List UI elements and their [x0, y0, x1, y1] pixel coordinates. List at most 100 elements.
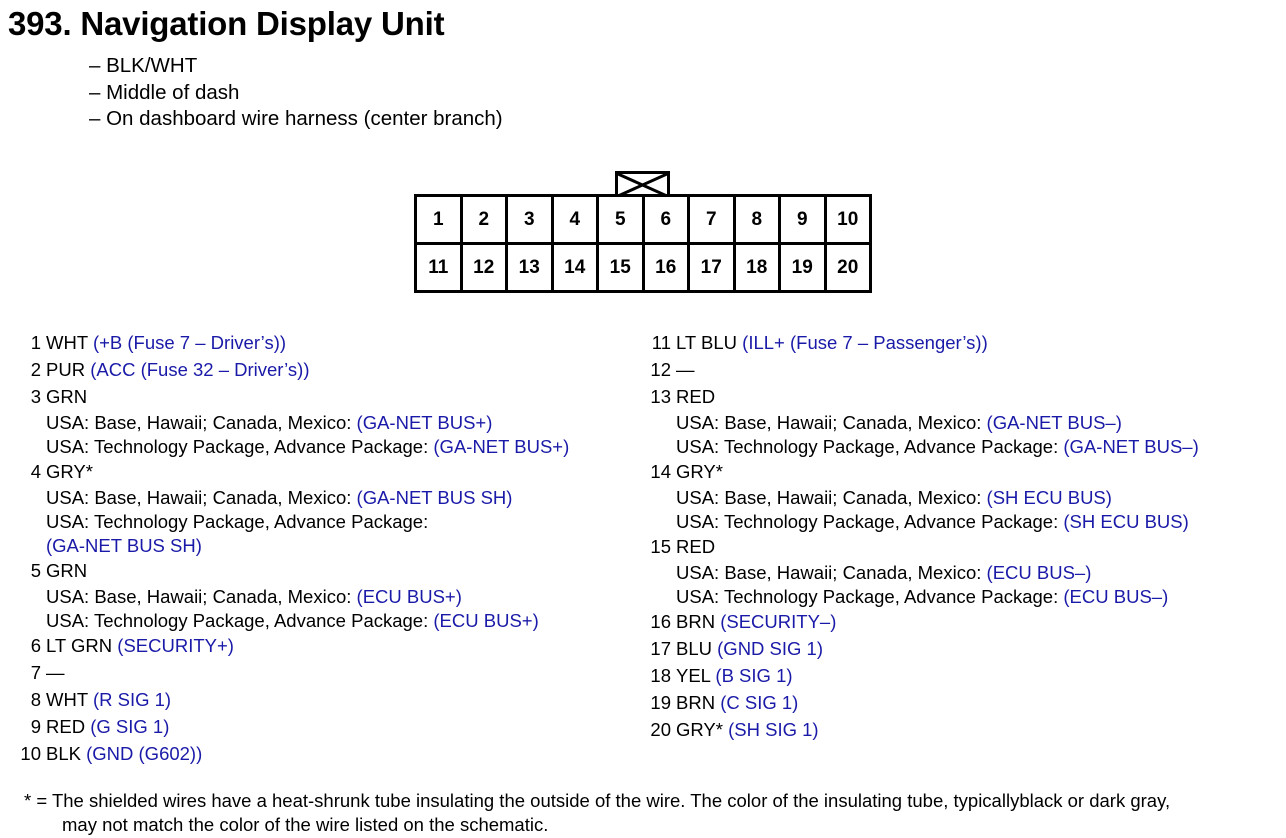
- pin-signal: (GA-NET BUS SH): [356, 487, 513, 508]
- pin-signal: (SH SIG 1): [728, 719, 819, 740]
- pin-signal: (GA-NET BUS+): [356, 412, 493, 433]
- wire-color: BLK: [46, 743, 81, 764]
- pin-number: 14: [650, 461, 671, 482]
- pin-signal: (R SIG 1): [92, 689, 172, 710]
- pin-entry: 12—: [630, 357, 1199, 384]
- footnote-line: may not match the color of the wire list…: [62, 814, 549, 835]
- pin-signal: (GA-NET BUS–): [986, 412, 1122, 433]
- pin-variant-line: USA: Technology Package, Advance Package…: [676, 585, 1199, 609]
- connector-pin-cell: 14: [553, 245, 596, 290]
- connector-pin-cell: 12: [462, 245, 505, 290]
- connector-pin-cell: 19: [781, 245, 824, 290]
- connector-pin-cell: 1: [417, 197, 460, 242]
- pin-signal: (C SIG 1): [720, 692, 799, 713]
- pin-number: 18: [650, 665, 671, 686]
- pin-signal: (ACC (Fuse 32 – Driver’s)): [90, 359, 310, 380]
- pin-number: 5: [30, 560, 41, 581]
- pin-number: 11: [651, 332, 671, 353]
- wire-color: GRN: [46, 560, 88, 581]
- pin-signal: (ECU BUS–): [986, 562, 1092, 583]
- meta-location: – Middle of dash: [89, 80, 240, 104]
- wire-color: WHT: [46, 689, 88, 710]
- pin-signal: (GA-NET BUS+): [433, 436, 570, 457]
- connector-pin-cell: 6: [644, 197, 687, 242]
- variant-label: USA: Base, Hawaii; Canada, Mexico:: [676, 412, 982, 433]
- pin-entry: 7—: [0, 660, 569, 687]
- pin-variant-line: USA: Base, Hawaii; Canada, Mexico: (GA-N…: [46, 411, 569, 435]
- connector-latch-icon: [615, 171, 670, 196]
- variant-label: USA: Technology Package, Advance Package…: [46, 511, 429, 532]
- pin-signal: (GA-NET BUS SH): [46, 535, 202, 556]
- wire-color: GRY*: [46, 461, 93, 482]
- pin-number: 1: [30, 332, 41, 353]
- pin-number: 15: [650, 536, 671, 557]
- variant-label: USA: Base, Hawaii; Canada, Mexico:: [46, 487, 352, 508]
- footnote-line: * = The shielded wires have a heat-shrun…: [24, 790, 1171, 811]
- pin-signal: (GA-NET BUS–): [1063, 436, 1199, 457]
- pin-variant-line: USA: Base, Hawaii; Canada, Mexico: (ECU …: [676, 561, 1199, 585]
- connector-pin-cell: 4: [553, 197, 596, 242]
- wire-color: —: [46, 662, 65, 683]
- pin-header-line: 12—: [650, 357, 1199, 384]
- connector-pin-cell: 20: [826, 245, 869, 290]
- pin-signal: (SECURITY+): [117, 635, 234, 656]
- wire-color: RED: [46, 716, 86, 737]
- pin-variant-line: USA: Base, Hawaii; Canada, Mexico: (SH E…: [676, 486, 1199, 510]
- pin-signal: (+B (Fuse 7 – Driver’s)): [92, 332, 287, 353]
- pin-number: 19: [650, 692, 671, 713]
- pin-number: 9: [30, 716, 41, 737]
- footnote: * = The shielded wires have a heat-shrun…: [24, 789, 1170, 837]
- variant-label: USA: Base, Hawaii; Canada, Mexico:: [676, 487, 982, 508]
- wire-color: RED: [676, 386, 716, 407]
- pin-number: 20: [650, 719, 671, 740]
- pin-signal: (ECU BUS–): [1063, 586, 1169, 607]
- pin-signal: (SH ECU BUS): [1063, 511, 1189, 532]
- wire-color: YEL: [676, 665, 711, 686]
- pin-signal: (ECU BUS+): [356, 586, 462, 607]
- pin-variant-line: USA: Technology Package, Advance Package…: [46, 609, 569, 633]
- variant-label: USA: Base, Hawaii; Canada, Mexico:: [46, 412, 352, 433]
- pin-number: 16: [650, 611, 671, 632]
- variant-label: USA: Technology Package, Advance Package…: [46, 436, 429, 457]
- pin-number: 4: [30, 461, 41, 482]
- pin-variant-line: USA: Base, Hawaii; Canada, Mexico: (GA-N…: [46, 486, 569, 510]
- pin-number: 7: [30, 662, 41, 683]
- variant-label: USA: Base, Hawaii; Canada, Mexico:: [676, 562, 982, 583]
- connector-meta: – BLK/WHT – Middle of dash – On dashboar…: [89, 53, 503, 133]
- connector-pin-cell: 13: [508, 245, 551, 290]
- pin-signal: (SH ECU BUS): [986, 487, 1112, 508]
- pin-variant-line: USA: Technology Package, Advance Package…: [676, 435, 1199, 459]
- pin-signal: (G SIG 1): [90, 716, 170, 737]
- connector-pin-cell: 7: [690, 197, 733, 242]
- meta-color: – BLK/WHT: [89, 54, 198, 77]
- connector-pin-cell: 3: [508, 197, 551, 242]
- connector-pin-cell: 9: [781, 197, 824, 242]
- pin-variant-line: USA: Base, Hawaii; Canada, Mexico: (GA-N…: [676, 411, 1199, 435]
